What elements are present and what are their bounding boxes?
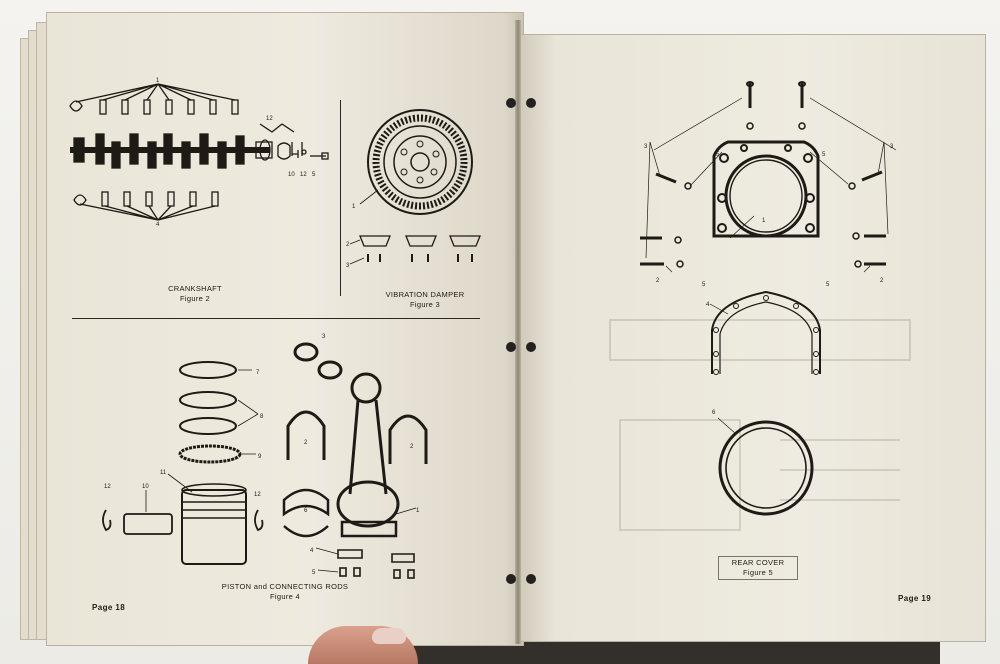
rear-cover-callout: 6 (712, 410, 716, 416)
piston-callout: 12 (104, 484, 111, 490)
piston-callout: 12 (254, 492, 261, 498)
figure-title: PISTON and CONNECTING RODS (221, 582, 349, 591)
rear-cover-callout: 3 (890, 144, 894, 150)
rear-cover-callout: 1 (762, 218, 766, 224)
book-spine (515, 20, 521, 644)
piston-callout: 6 (304, 508, 308, 514)
piston-callout: 5 (312, 570, 316, 576)
figure-label-box: REAR COVER Figure 5 (718, 556, 798, 580)
crankshaft-illustration: 1 4 10 12 5 12 (69, 78, 329, 228)
figure-number: Figure 4 (270, 592, 300, 601)
vibration-damper-illustration: 1 2 3 (346, 109, 481, 269)
crankshaft-callout: 10 (288, 172, 295, 178)
rear-cover-callout: 2 (880, 278, 884, 284)
figure-title: REAR COVER (731, 558, 785, 567)
binder-hole (506, 342, 516, 352)
piston-callout: 9 (258, 454, 262, 460)
damper-callout: 2 (346, 242, 350, 248)
rear-cover-callout: 5 (716, 152, 720, 158)
damper-callout: 3 (346, 263, 350, 269)
figure-divider-vertical (340, 100, 341, 296)
piston-callout: 2 (304, 440, 308, 446)
figure-title: CRANKSHAFT (168, 284, 222, 293)
page-number-left: Page 18 (92, 603, 126, 612)
figure-number: Figure 5 (743, 568, 773, 577)
piston-callout: 7 (256, 370, 260, 376)
piston-callout: 3 (322, 334, 326, 340)
piston-caption: PISTON and CONNECTING RODS Figure 4 (200, 582, 370, 602)
crankshaft-callout: 1 (156, 78, 160, 84)
crankshaft-callout: 12 (300, 172, 307, 178)
figure-divider-horizontal (72, 318, 480, 319)
rear-cover-callout: 5 (702, 282, 706, 288)
binder-hole (506, 98, 516, 108)
rear-cover-callout: 2 (656, 278, 660, 284)
rear-cover-callout: 4 (706, 302, 710, 308)
thumbnail (372, 628, 406, 644)
binder-hole (526, 98, 536, 108)
crankshaft-callout: 4 (156, 222, 160, 228)
piston-callout: 10 (142, 484, 149, 490)
crankshaft-callout: 12 (266, 116, 273, 122)
crankshaft-callout: 5 (312, 172, 316, 178)
rear-cover-caption: REAR COVER Figure 5 (718, 556, 798, 580)
binder-hole (526, 342, 536, 352)
piston-callout: 8 (260, 414, 264, 420)
figure-title: VIBRATION DAMPER (385, 290, 465, 299)
crankshaft-caption: CRANKSHAFT Figure 2 (150, 284, 240, 304)
page-number-right: Page 19 (898, 594, 932, 603)
piston-callout: 11 (160, 470, 167, 476)
right-page (518, 34, 986, 642)
binder-hole (506, 574, 516, 584)
figure-number: Figure 3 (410, 300, 440, 309)
piston-rod-illustration: 7 8 9 11 10 12 12 3 2 2 6 1 4 5 (102, 334, 428, 579)
piston-callout: 2 (410, 444, 414, 450)
rear-cover-callout: 5 (822, 152, 826, 158)
rear-cover-illustration: 3 3 5 5 1 2 5 5 2 4 6 (640, 81, 897, 516)
vibration-damper-caption: VIBRATION DAMPER Figure 3 (370, 290, 480, 310)
rear-cover-callout: 3 (644, 144, 648, 150)
rear-cover-callout: 5 (826, 282, 830, 288)
binder-hole (526, 574, 536, 584)
damper-callout: 1 (352, 204, 356, 210)
figure-number: Figure 2 (180, 294, 210, 303)
piston-callout: 1 (416, 508, 420, 514)
piston-callout: 4 (310, 548, 314, 554)
